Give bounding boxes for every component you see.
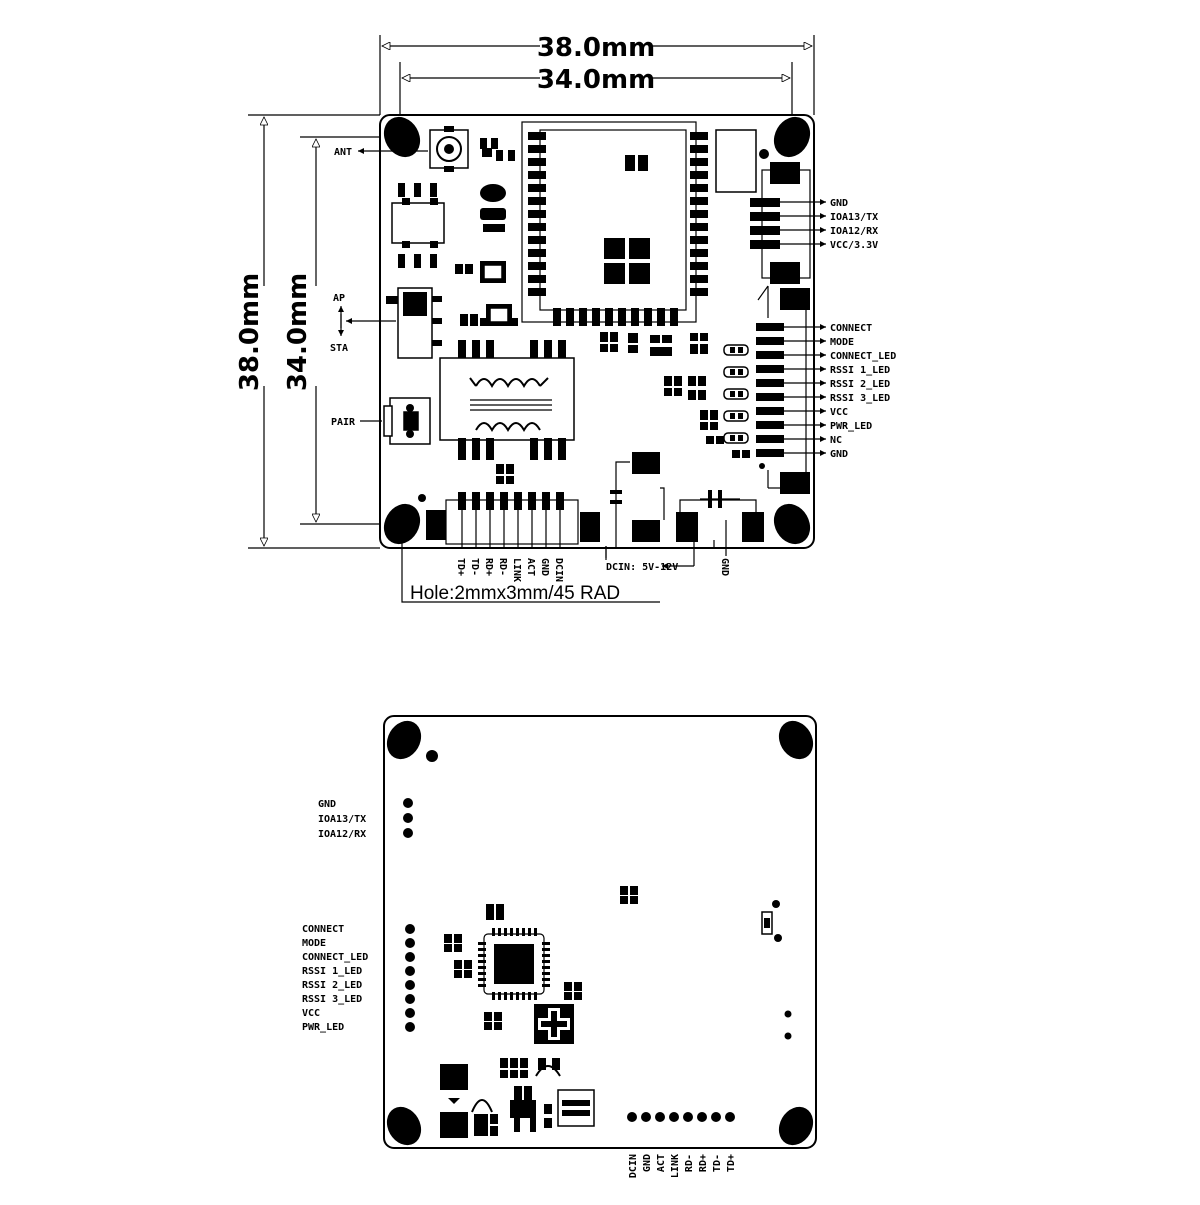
- b-pin-3: LINK: [670, 1154, 681, 1178]
- bottom-left-top-labels: GND IOA13/TX IOA12/RX: [318, 799, 366, 840]
- header-label-6: VCC: [830, 407, 848, 418]
- main-header-labels: CONNECT MODE CONNECT_LED RSSI 1_LED RSSI…: [830, 323, 896, 460]
- b-uart-label-0: GND: [318, 799, 336, 810]
- pair-label: PAIR: [331, 417, 356, 428]
- bottom-left-main-labels: CONNECT MODE CONNECT_LED RSSI 1_LED RSSI…: [302, 924, 368, 1033]
- eth-pin-0: TD+: [455, 558, 466, 576]
- antenna-connector: [429, 126, 469, 172]
- main-header-leaders: [784, 324, 826, 456]
- wifi-module: [521, 121, 708, 326]
- hole-leader: [401, 540, 660, 603]
- mount-hole-br: [773, 503, 811, 545]
- ap-label: AP: [333, 293, 345, 304]
- bottom-small-components: [444, 886, 792, 1040]
- header-label-9: GND: [830, 449, 848, 460]
- b-header-label-3: RSSI 1_LED: [302, 966, 362, 977]
- eth-pin-3: RD-: [497, 558, 508, 576]
- uart-leaders: [780, 199, 826, 247]
- bottom-power-components: [440, 1058, 595, 1138]
- gnd-label: GND: [719, 558, 730, 576]
- b-header-label-6: VCC: [302, 1008, 320, 1019]
- uart-labels: GND IOA13/TX IOA12/RX VCC/3.3V: [830, 198, 878, 251]
- mount-hole-tl: [383, 116, 421, 158]
- uart-header: [715, 129, 811, 284]
- mid-components: [460, 304, 672, 356]
- header-label-3: RSSI 1_LED: [830, 365, 890, 376]
- uart-label-0: GND: [830, 198, 848, 209]
- header-label-2: CONNECT_LED: [830, 351, 896, 362]
- inner-height-label: 34.0mm: [283, 273, 313, 391]
- header-label-1: MODE: [830, 337, 854, 348]
- b-pin-2: ACT: [656, 1154, 667, 1172]
- dcin-label: DCIN: 5V-12V: [606, 562, 678, 573]
- outer-height-label: 38.0mm: [235, 273, 265, 391]
- module-bottom-pads: [553, 308, 678, 326]
- power-section: [605, 452, 764, 558]
- bottom-left-pads: [403, 798, 415, 1032]
- uart-label-3: VCC/3.3V: [830, 240, 878, 251]
- b-header-label-0: CONNECT: [302, 924, 344, 935]
- header-label-4: RSSI 2_LED: [830, 379, 890, 390]
- ethernet-connector: [418, 492, 600, 548]
- bmount-hole-tr: [778, 720, 814, 760]
- module-left-pads: [528, 132, 546, 296]
- inner-width-label: 34.0mm: [537, 65, 655, 95]
- header-label-0: CONNECT: [830, 323, 872, 334]
- b-uart-label-1: IOA13/TX: [318, 814, 366, 825]
- b-pin-5: RD+: [698, 1154, 709, 1172]
- bottom-pin-labels: DCIN GND ACT LINK RD- RD+ TD- TD+: [628, 1154, 737, 1178]
- b-pin-7: TD+: [726, 1154, 737, 1172]
- hole-note: Hole:2mmx3mm/45 RAD: [410, 583, 620, 604]
- eth-pin-6: GND: [539, 558, 550, 576]
- b-header-label-2: CONNECT_LED: [302, 952, 368, 963]
- eth-pin-5: ACT: [525, 558, 536, 576]
- eth-pin-4: LINK: [511, 558, 522, 582]
- mount-hole-bl: [383, 503, 421, 545]
- bottom-cross-component: [534, 1004, 574, 1044]
- b-header-label-7: PWR_LED: [302, 1022, 344, 1033]
- bmount-hole-br: [778, 1106, 814, 1146]
- b-pin-0: DCIN: [628, 1154, 639, 1178]
- module-center-pad: [604, 238, 650, 284]
- led-pads: [664, 333, 750, 458]
- bmount-hole-tl: [386, 720, 422, 760]
- ant-label: ANT: [334, 147, 352, 158]
- pair-button: [383, 397, 431, 445]
- bottom-board-outline: [383, 715, 817, 1149]
- header-label-5: RSSI 3_LED: [830, 393, 890, 404]
- sta-label: STA: [330, 343, 348, 354]
- top-board: ANT AP: [330, 114, 896, 604]
- eth-pin-7: DCIN: [553, 558, 564, 582]
- mount-hole-tr: [773, 116, 811, 158]
- ethernet-pin-labels: TD+ TD- RD+ RD- LINK ACT GND DCIN: [455, 558, 564, 582]
- main-header: [756, 285, 810, 494]
- mcu-chip: [478, 928, 550, 1000]
- b-pin-4: RD-: [684, 1154, 695, 1172]
- b-header-label-1: MODE: [302, 938, 326, 949]
- bottom-pin-pads: [627, 1112, 735, 1122]
- header-label-7: PWR_LED: [830, 421, 872, 432]
- outer-width-label: 38.0mm: [537, 33, 655, 63]
- transformer: [439, 340, 575, 484]
- b-uart-label-2: IOA12/RX: [318, 829, 366, 840]
- b-header-label-5: RSSI 3_LED: [302, 994, 362, 1005]
- eth-pin-1: TD-: [469, 558, 480, 576]
- b-pin-1: GND: [642, 1154, 653, 1172]
- ap-sta-switch: [386, 287, 442, 359]
- eth-pin-2: RD+: [483, 558, 494, 576]
- bmount-hole-bl: [386, 1106, 422, 1146]
- uart-label-2: IOA12/RX: [830, 226, 878, 237]
- small-components-top: [391, 138, 515, 283]
- b-header-label-4: RSSI 2_LED: [302, 980, 362, 991]
- uart-label-1: IOA13/TX: [830, 212, 878, 223]
- bottom-board: GND IOA13/TX IOA12/RX CONNECT MODE CONNE…: [302, 715, 817, 1178]
- b-pin-6: TD-: [712, 1154, 723, 1172]
- module-right-pads: [690, 132, 708, 296]
- header-label-8: NC: [830, 435, 842, 446]
